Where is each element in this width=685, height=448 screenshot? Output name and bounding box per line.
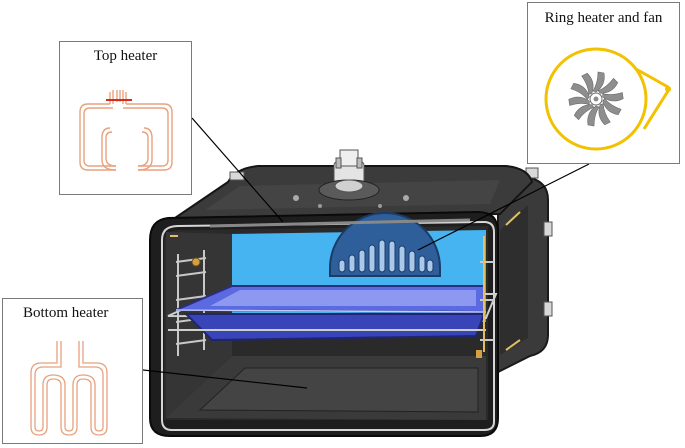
top-heater-icon — [79, 90, 173, 171]
leader-line-ring-heater — [417, 163, 590, 251]
fan-icon — [568, 71, 624, 127]
fan-blade — [602, 92, 624, 102]
ring-heater-label: Ring heater and fan — [544, 10, 663, 26]
fan-blade — [587, 105, 600, 127]
fan-cover — [329, 212, 441, 277]
fan-blade — [598, 103, 611, 126]
side-panel-highlight — [500, 205, 528, 355]
ring-heater-icon — [544, 47, 671, 151]
grille-slot — [418, 255, 426, 273]
grille-slot — [348, 254, 356, 273]
fan-blade — [592, 71, 605, 93]
bottom-heater-label: Bottom heater — [23, 305, 109, 321]
callout-ring-heater: Ring heater and fan — [527, 2, 680, 164]
leader-line-top-heater — [191, 117, 284, 223]
top-heater-element — [209, 218, 471, 228]
grille-slot — [398, 245, 406, 273]
fan-blade — [597, 77, 619, 94]
grille-slot — [368, 244, 376, 273]
grille-slot — [378, 239, 386, 273]
grille-slot — [426, 259, 434, 273]
callout-top-heater: Top heater — [59, 41, 192, 195]
thermostat-assembly — [318, 149, 380, 201]
fan-blade — [568, 96, 590, 106]
mount-tab — [543, 301, 553, 317]
bottom-heater-icon — [30, 341, 108, 436]
baking-tray — [175, 285, 487, 342]
fan-blade — [570, 83, 590, 100]
grille-slot — [358, 249, 366, 273]
callout-bottom-heater: Bottom heater — [2, 298, 143, 444]
grille-slot — [338, 259, 346, 273]
top-heater-label: Top heater — [93, 48, 158, 64]
grille-slot — [408, 250, 416, 273]
mount-tab — [543, 221, 553, 237]
leader-line-bottom-heater — [142, 369, 308, 389]
fan-blade — [602, 98, 622, 115]
fan-blade — [581, 72, 594, 95]
fan-blade — [573, 104, 595, 121]
grille-slot — [388, 240, 396, 273]
